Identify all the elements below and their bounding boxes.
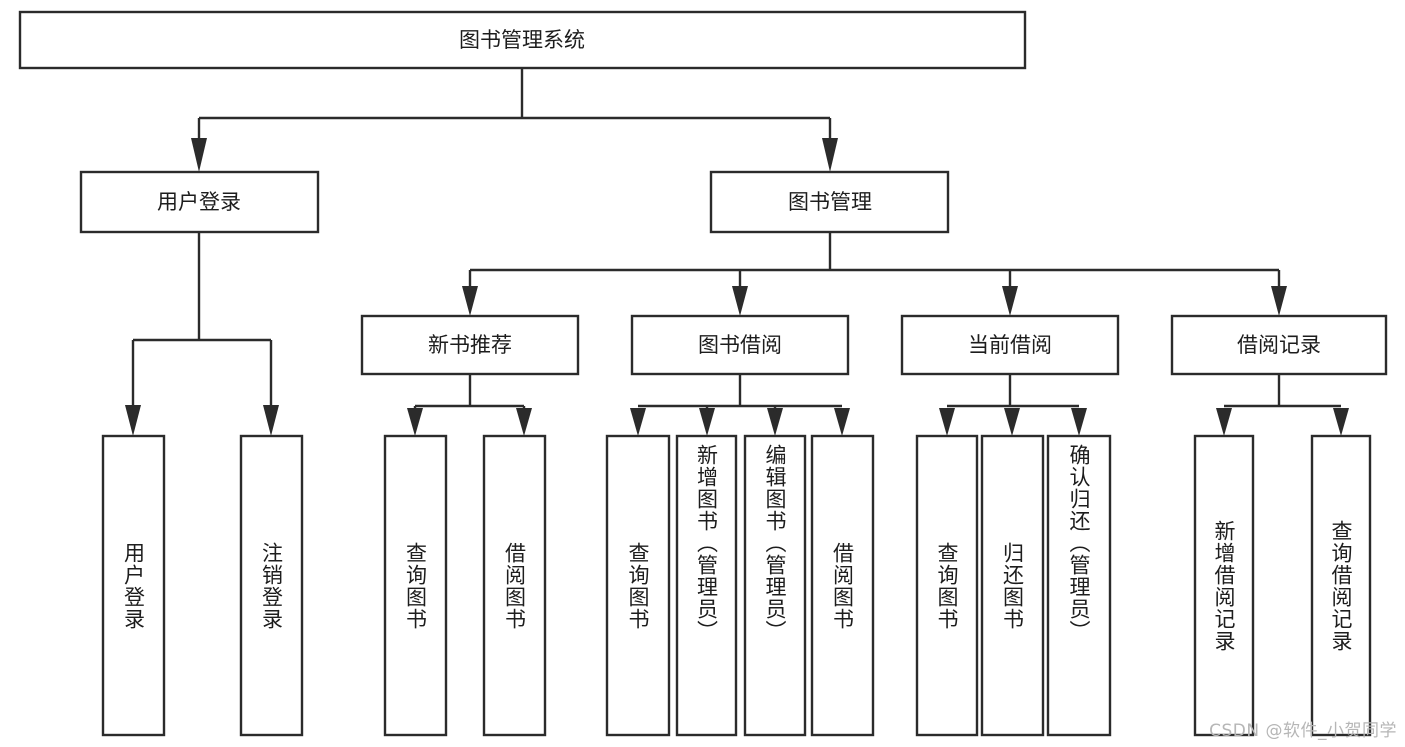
node-leaf-add-book-admin[interactable]: [675, 434, 738, 737]
node-book-borrow[interactable]: [630, 314, 850, 376]
arrow-head-user-login: [191, 138, 207, 172]
node-leaf-query-book-borrow[interactable]: [605, 434, 671, 737]
node-leaf-borrow-book-newbook[interactable]: [482, 434, 547, 737]
node-leaf-query-borrow-record[interactable]: [1310, 434, 1372, 737]
node-new-book-recommend-label: 新书推荐: [428, 333, 512, 357]
arrow-head-leaf-confirm-return: [1071, 408, 1087, 436]
arrow-head-record: [1271, 286, 1287, 316]
node-borrow-record[interactable]: [1170, 314, 1388, 376]
node-leaf-query-book-current[interactable]: [915, 434, 979, 737]
node-user-login-label: 用户登录: [157, 190, 241, 214]
node-leaf-borrow-book-borrow[interactable]: [810, 434, 875, 737]
arrow-head-leaf-return-book: [1004, 408, 1020, 436]
node-leaf-logout[interactable]: [239, 434, 304, 737]
node-borrow-record-label: 借阅记录: [1237, 333, 1321, 357]
node-leaf-confirm-return-admin[interactable]: [1046, 434, 1112, 737]
arrow-head-leaf-add-record: [1216, 408, 1232, 436]
node-leaf-user-login[interactable]: [101, 434, 166, 737]
arrow-head-borrow: [732, 286, 748, 316]
node-current-borrow-label: 当前借阅: [968, 333, 1052, 357]
arrow-head-leaf-query-record: [1333, 408, 1349, 436]
node-current-borrow[interactable]: [900, 314, 1120, 376]
node-user-login[interactable]: [79, 170, 320, 234]
node-root-label: 图书管理系统: [459, 28, 585, 52]
arrow-head-leaf-query-book-2: [630, 408, 646, 436]
node-leaf-edit-book-admin[interactable]: [743, 434, 807, 737]
arrow-head-leaf-borrow-book-1: [516, 408, 532, 436]
arrow-head-current: [1002, 286, 1018, 316]
watermark-text: CSDN @软件_小贺同学: [1209, 721, 1397, 741]
node-book-borrow-label: 图书借阅: [698, 333, 782, 357]
arrow-head-leaf-query-book-3: [939, 408, 955, 436]
node-book-management[interactable]: [709, 170, 950, 234]
arrow-head-leaf-borrow-book-2: [834, 408, 850, 436]
arrow-head-newbook: [462, 286, 478, 316]
arrow-head-leaf-add-book: [699, 408, 715, 436]
node-root-book-management-system[interactable]: [18, 10, 1027, 70]
arrow-head-leaf-query-book-1: [407, 408, 423, 436]
node-book-management-label: 图书管理: [788, 190, 872, 214]
arrow-head-leaf-edit-book: [767, 408, 783, 436]
node-leaf-return-book[interactable]: [980, 434, 1045, 737]
node-new-book-recommend[interactable]: [360, 314, 580, 376]
arrow-head-book-mgmt: [822, 138, 838, 172]
node-leaf-add-borrow-record[interactable]: [1193, 434, 1255, 737]
arrow-head-leaf-user-login: [125, 405, 141, 436]
arrow-head-leaf-logout: [263, 405, 279, 436]
node-leaf-query-book-newbook[interactable]: [383, 434, 448, 737]
